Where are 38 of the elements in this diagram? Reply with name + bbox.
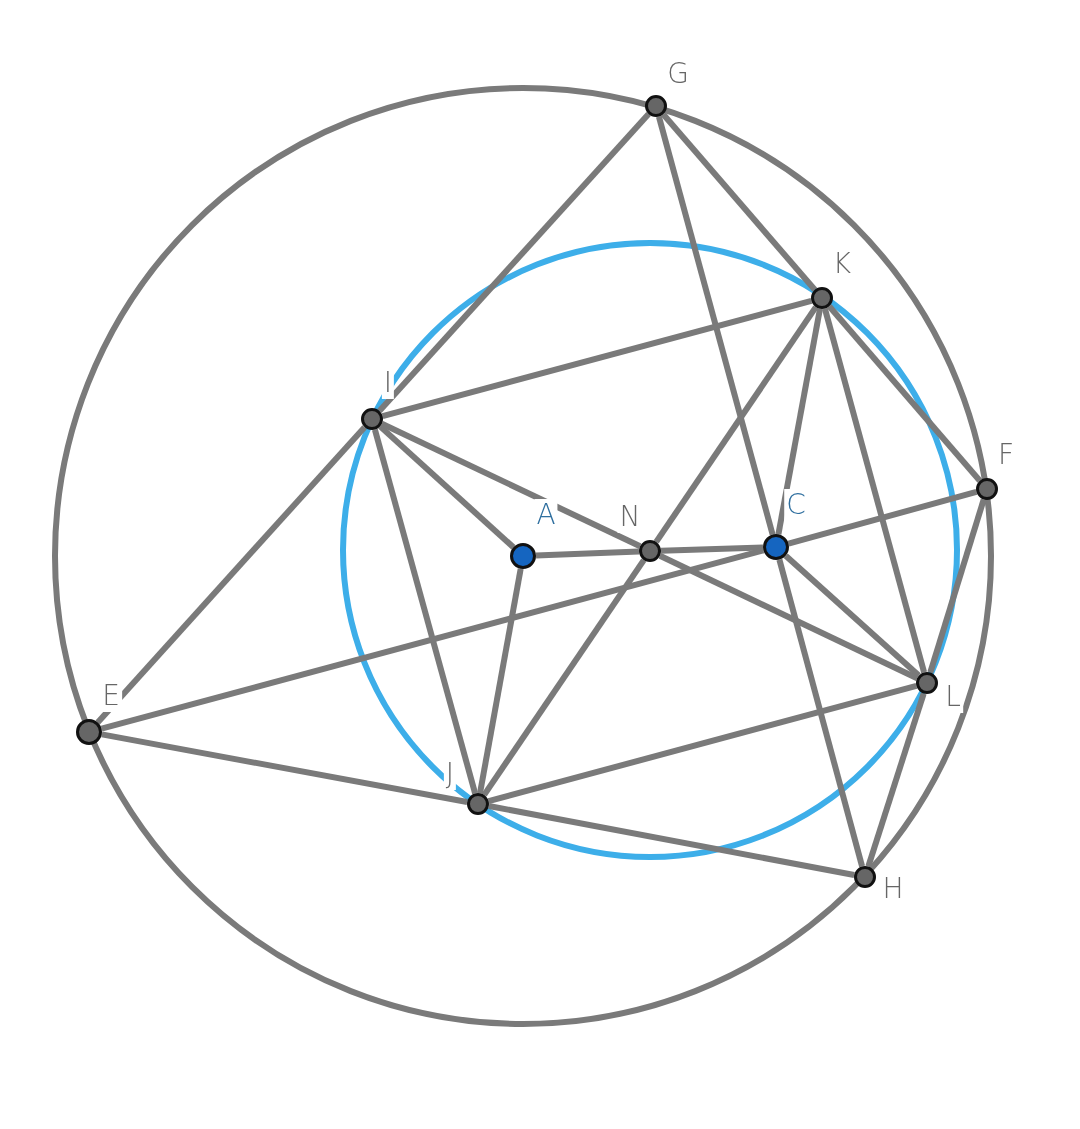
line-segment [660,544,764,554]
line-segment [487,683,918,804]
line-segment [822,307,927,674]
line-segment [660,112,818,292]
line-segment [776,558,865,868]
line-segment [372,428,478,795]
point-marker [916,672,938,694]
line-segment [488,803,855,878]
line-segment [100,547,765,732]
line-segment [481,558,647,797]
line-segment [656,115,776,536]
point-marker [639,540,661,562]
point-marker [854,866,876,888]
point-marker [467,793,489,815]
line-segment [380,421,642,549]
line-segment [865,692,927,868]
point-marker [645,95,667,117]
line-segment [477,568,524,794]
line-segment [535,548,640,559]
line-segment [787,489,978,547]
line-segment [826,304,983,483]
line-segment [378,424,516,550]
point-marker [763,534,789,560]
line-segment [775,308,823,535]
line-segment [783,553,921,678]
line-segment [381,298,813,419]
point-label: C [784,489,808,521]
line-segment [658,553,919,681]
line-segment [377,112,651,413]
line-segment [653,305,819,544]
point-marker [976,478,998,500]
point-marker [510,543,536,569]
point-marker [811,287,833,309]
point-marker [361,408,383,430]
line-segment [101,731,468,805]
point-marker [76,719,102,745]
line-segment [95,425,367,725]
line-segment [927,498,987,674]
